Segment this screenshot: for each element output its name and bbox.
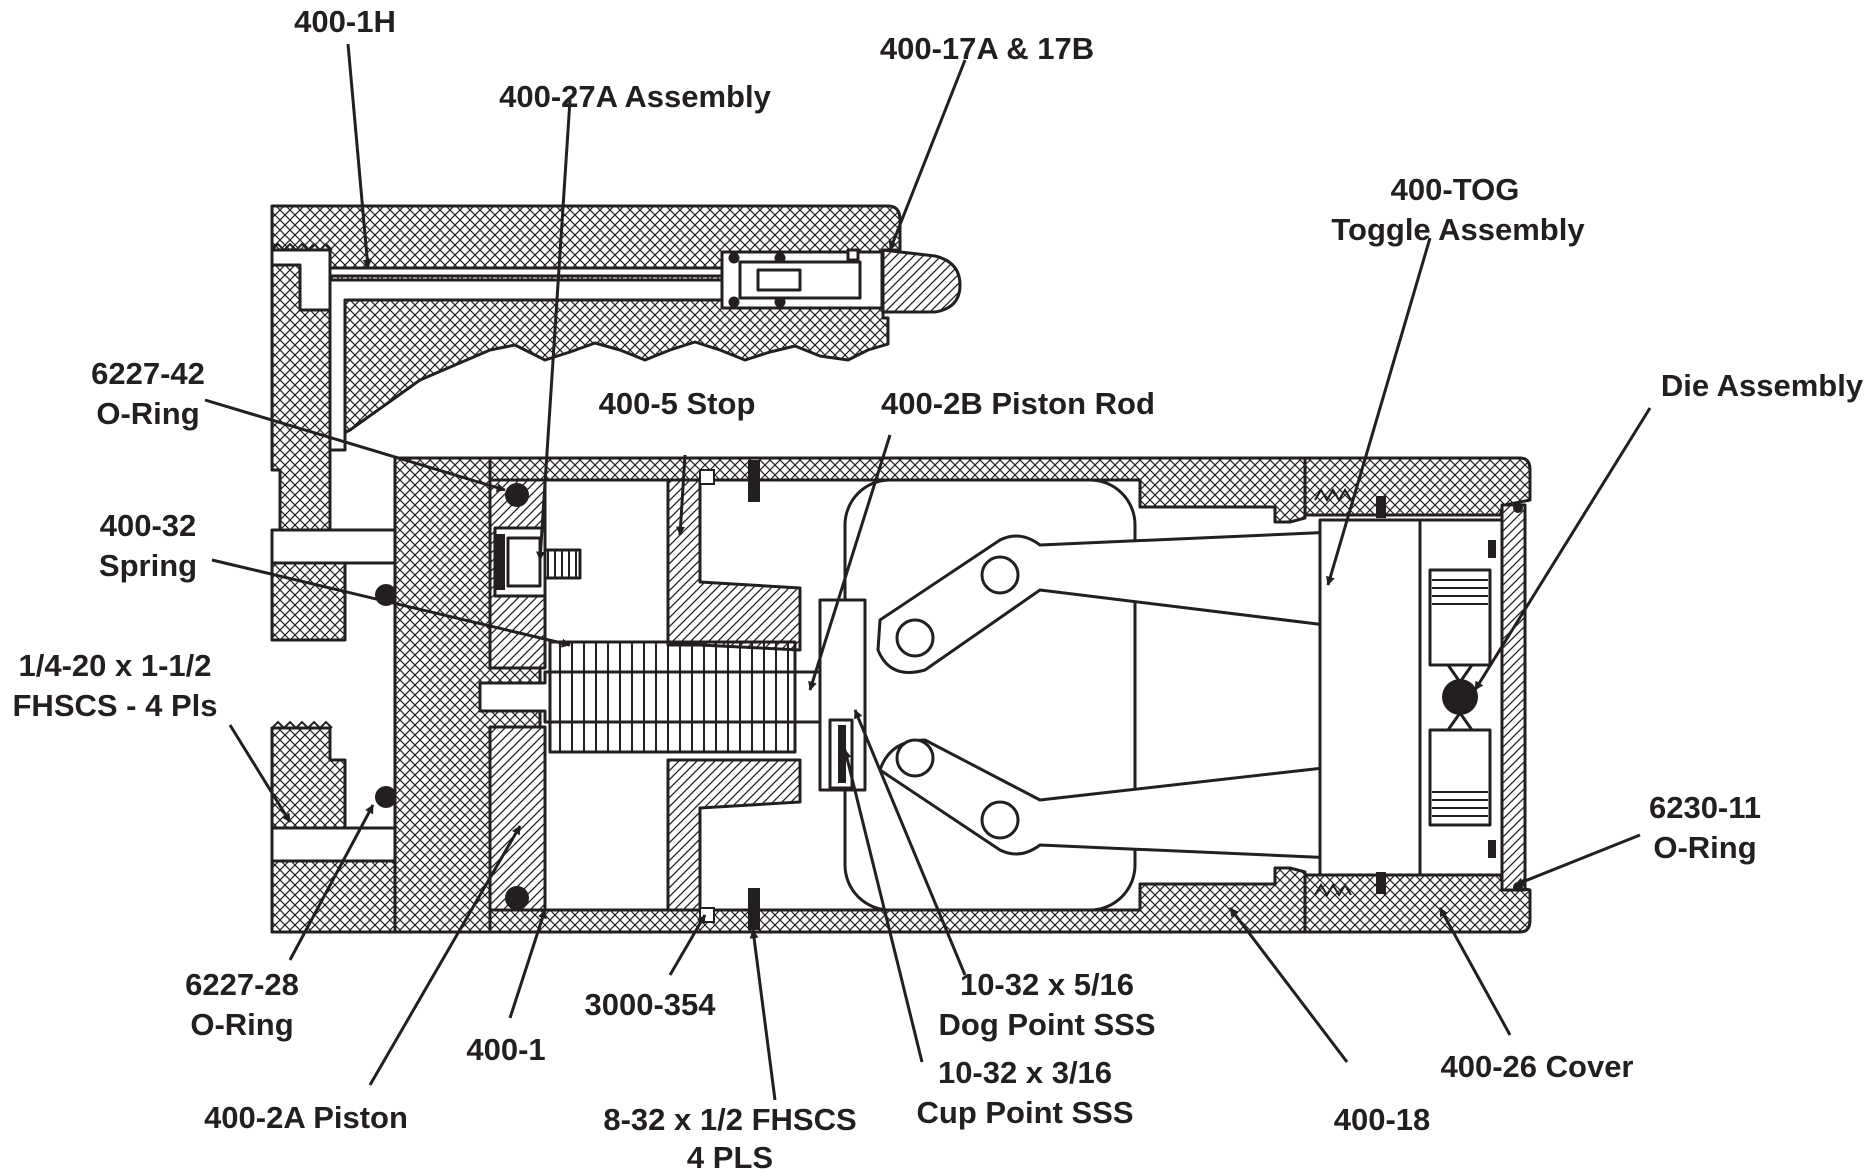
leader-die [1473, 407, 1652, 691]
leader-400-27a [536, 99, 572, 561]
label-3000-354: 3000-354 [584, 987, 716, 1022]
label-400-1h: 400-1H [294, 4, 396, 39]
assembly-drawing [270, 204, 1532, 934]
label-fhscs-line1: 1/4-20 x 1-1/2 [18, 648, 211, 683]
label-dog-point-line2: Dog Point SSS [939, 1007, 1156, 1042]
label-400-2a: 400-2A Piston [204, 1100, 408, 1135]
handle-housing-400-1h [270, 204, 962, 642]
label-400-5: 400-5 Stop [599, 386, 756, 421]
label-400-18: 400-18 [1334, 1102, 1431, 1137]
label-6227-42-line2: O-Ring [96, 396, 199, 431]
leader-400-2b [808, 434, 892, 691]
leader-400-1 [508, 909, 547, 1019]
label-400-26: 400-26 Cover [1440, 1049, 1633, 1084]
leader-3000-354 [668, 914, 707, 976]
label-8-32-line1: 8-32 x 1/2 FHSCS [603, 1102, 856, 1137]
leader-6227-28 [288, 804, 375, 961]
leader-400-5 [676, 454, 687, 536]
leader-400-18 [1228, 907, 1349, 1063]
label-6230-11-line1: 6230-11 [1649, 790, 1761, 825]
leader-400-1h [346, 43, 372, 269]
leader-lines [204, 43, 1652, 1101]
label-400-1: 400-1 [466, 1032, 545, 1067]
leader-400-17ab [888, 59, 967, 251]
label-6227-28-line1: 6227-28 [185, 967, 299, 1002]
label-6227-28-line2: O-Ring [190, 1007, 293, 1042]
label-400-tog-line2: Toggle Assembly [1331, 212, 1585, 247]
leader-6230-11 [1514, 833, 1641, 887]
label-6230-11-line2: O-Ring [1653, 830, 1756, 865]
leader-6227-42 [204, 398, 506, 492]
label-6227-42-line1: 6227-42 [91, 356, 205, 391]
label-400-32-line2: Spring [99, 548, 197, 583]
leader-8-32 [749, 929, 777, 1101]
label-cup-point-line1: 10-32 x 3/16 [938, 1055, 1112, 1090]
label-cup-point-line2: Cup Point SSS [917, 1095, 1134, 1130]
lower-handle-lobe [270, 584, 459, 934]
label-fhscs-line2: FHSCS - 4 Pls [13, 688, 218, 723]
label-400-32-line1: 400-32 [100, 508, 197, 543]
leader-cup-point [842, 749, 924, 1063]
label-8-32-line2: 4 PLS [687, 1140, 773, 1170]
leader-400-tog [1326, 237, 1432, 586]
leader-400-32 [211, 558, 571, 648]
leader-400-26 [1438, 907, 1512, 1036]
leader-400-2a [368, 825, 522, 1086]
valve-assembly-400-27a [493, 526, 582, 598]
leader-fhscs [228, 724, 292, 823]
label-die-assembly: Die Assembly [1661, 368, 1864, 403]
label-400-2b: 400-2B Piston Rod [881, 386, 1155, 421]
label-400-tog-line1: 400-TOG [1391, 172, 1520, 207]
label-400-17ab: 400-17A & 17B [880, 31, 1094, 66]
callout-labels: 400-1H 400-17A & 17B 400-27A Assembly 40… [13, 4, 1864, 1170]
leader-dog-point [853, 709, 967, 976]
label-dog-point-line1: 10-32 x 5/16 [960, 967, 1134, 1002]
end-housing-and-die [1303, 456, 1532, 934]
label-400-27a: 400-27A Assembly [499, 79, 771, 114]
